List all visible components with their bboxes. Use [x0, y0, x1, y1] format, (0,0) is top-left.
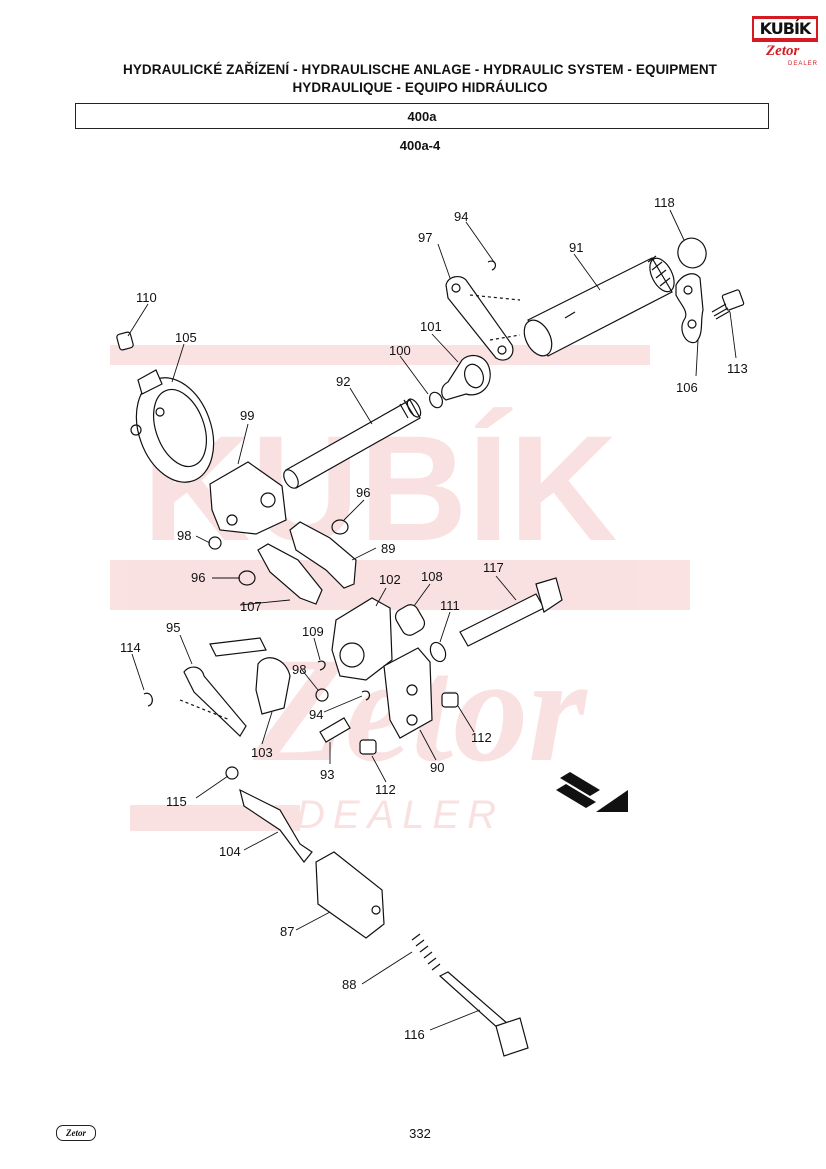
- label-111: 111: [440, 598, 460, 613]
- label-94: 94: [454, 209, 468, 224]
- part-112-bolt-bottom: [359, 739, 377, 755]
- part-87-block: [315, 851, 385, 939]
- part-117-bolt: [459, 577, 563, 647]
- label-112-bottom: 112: [375, 782, 396, 797]
- leader-lines: [127, 209, 737, 1031]
- label-106: 106: [676, 380, 698, 395]
- part-95-lever: [179, 637, 267, 737]
- logo-maker: Zetor: [766, 43, 800, 59]
- label-95: 95: [166, 620, 180, 635]
- part-labels: 94 97 91 118 110 105 101 100 92 106 113 …: [120, 195, 748, 1042]
- label-102: 102: [379, 572, 401, 587]
- part-100-washer: [428, 391, 444, 409]
- part-104-shaft: [239, 788, 313, 863]
- page-title-line2: HYDRAULIQUE - EQUIPO HIDRÁULICO: [292, 80, 548, 95]
- kubik-zetor-logo: KUBÍK Zetor DEALER: [752, 16, 818, 72]
- label-98-bottom: 98: [292, 662, 306, 677]
- part-115-oring: [225, 766, 239, 780]
- page-number: 332: [409, 1126, 431, 1141]
- part-93-pin: [319, 717, 351, 743]
- part-91-sleeve: [523, 255, 675, 357]
- subsection-number: 400a-4: [399, 138, 441, 153]
- label-96-bottom: 96: [191, 570, 205, 585]
- label-116: 116: [404, 1027, 425, 1042]
- part-98-nut-bottom: [315, 688, 329, 702]
- label-101: 101: [420, 319, 442, 334]
- part-114-clip: [143, 692, 153, 707]
- part-94-clip-bottom: [361, 690, 371, 701]
- label-96-top: 96: [356, 485, 370, 500]
- label-110: 110: [136, 290, 157, 305]
- part-96-bushing-top: [331, 519, 349, 535]
- part-109-clip: [317, 660, 326, 671]
- label-107: 107: [240, 599, 262, 614]
- label-114: 114: [120, 640, 141, 655]
- label-87: 87: [280, 924, 294, 939]
- part-110-screw: [116, 331, 134, 351]
- part-112-bolt-right: [441, 692, 459, 708]
- part-113-bolt: [711, 289, 745, 320]
- label-91: 91: [569, 240, 583, 255]
- part-111-washer: [429, 641, 447, 663]
- label-88: 88: [342, 977, 356, 992]
- part-89-plate: [289, 521, 357, 589]
- part-107-plate: [257, 543, 323, 605]
- part-105-ring: [130, 369, 215, 483]
- part-103-bracket: [255, 657, 291, 715]
- section-number: 400a: [407, 108, 437, 124]
- logo-tag: DEALER: [788, 61, 819, 67]
- label-97: 97: [418, 230, 432, 245]
- part-94-clip-top: [487, 260, 497, 271]
- label-92: 92: [336, 374, 350, 389]
- logo-brand: KUBÍK: [754, 19, 816, 38]
- label-90: 90: [430, 760, 444, 775]
- label-100: 100: [389, 343, 411, 358]
- part-102-housing: [331, 597, 393, 681]
- label-115: 115: [166, 794, 187, 809]
- page-title-line1: HYDRAULICKÉ ZAŘÍZENÍ - HYDRAULISCHE ANLA…: [122, 62, 718, 77]
- part-116-rod: [438, 971, 529, 1057]
- label-117: 117: [483, 560, 504, 575]
- label-118: 118: [654, 195, 675, 210]
- label-93: 93: [320, 767, 334, 782]
- label-103: 103: [251, 745, 273, 760]
- label-98-top: 98: [177, 528, 191, 543]
- watermark-tag: DEALER: [296, 793, 504, 837]
- direction-arrow: [556, 772, 628, 812]
- part-118-oring: [677, 237, 707, 269]
- part-88-spring: [411, 933, 441, 971]
- label-113: 113: [727, 361, 748, 376]
- label-89: 89: [381, 541, 395, 556]
- label-108: 108: [421, 569, 443, 584]
- part-106-bracket: [675, 273, 704, 344]
- label-109: 109: [302, 624, 324, 639]
- label-105: 105: [175, 330, 197, 345]
- label-104: 104: [219, 844, 241, 859]
- exploded-parts-diagram: KUBÍK Zetor DEALER: [110, 195, 748, 1057]
- footer-zetor-logo: Zetor: [56, 1125, 96, 1141]
- part-92-shaft: [283, 398, 422, 489]
- label-99: 99: [240, 408, 254, 423]
- section-box: 400a: [75, 103, 769, 129]
- part-108-bushing: [394, 604, 426, 636]
- label-94-bottom: 94: [309, 707, 323, 722]
- label-112-right: 112: [471, 730, 492, 745]
